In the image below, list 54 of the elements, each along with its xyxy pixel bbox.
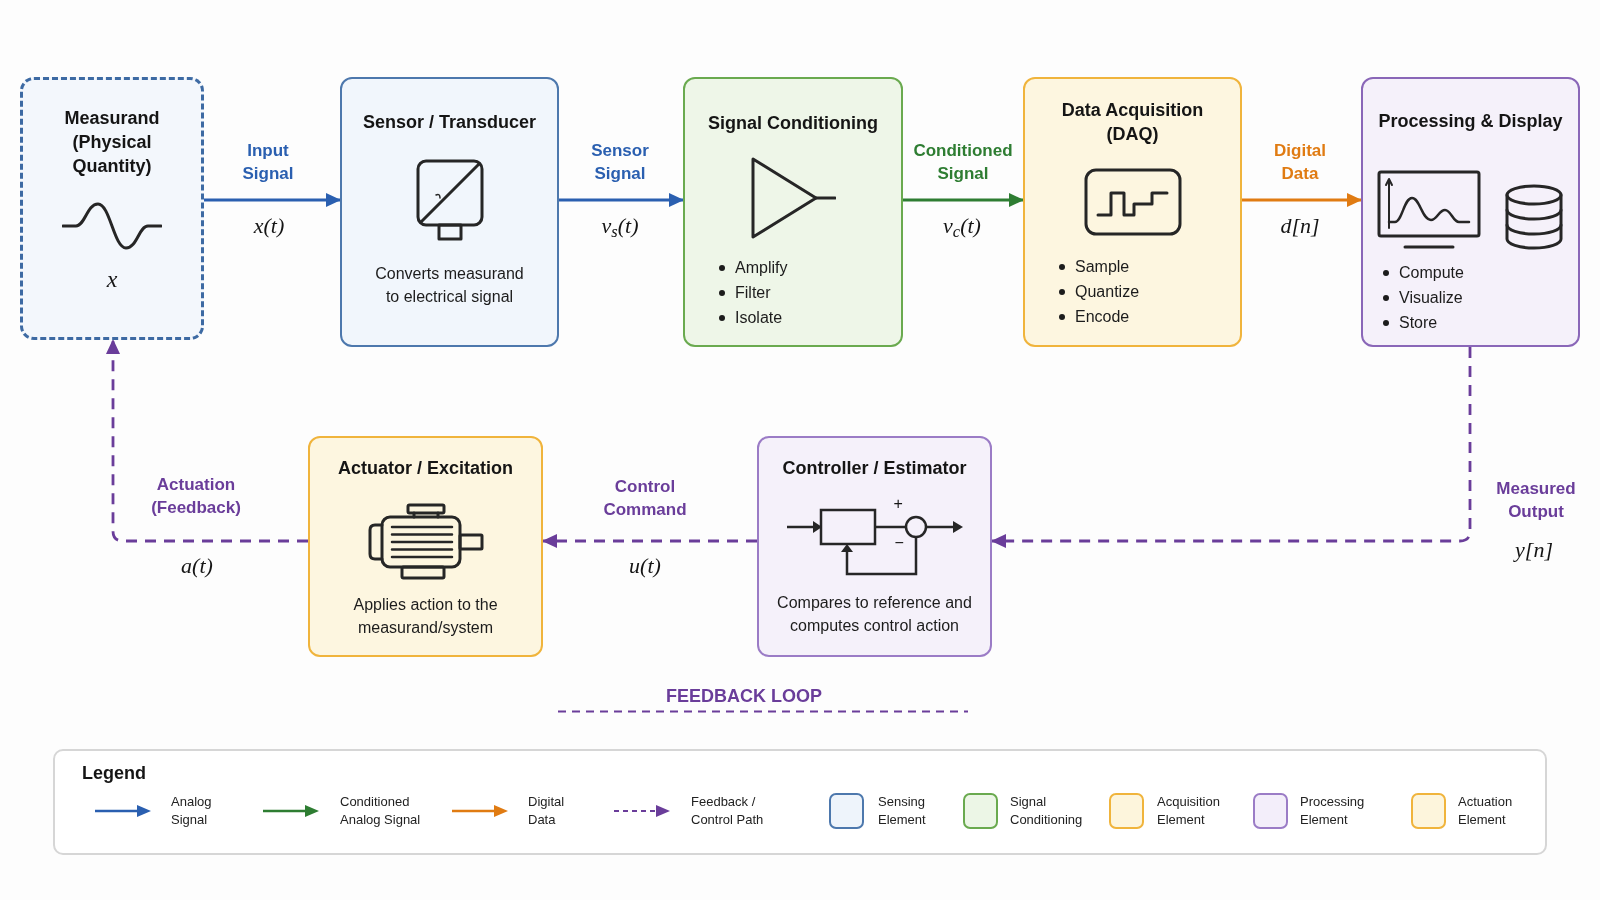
node-title: Measurand (Physical Quantity) — [63, 107, 161, 178]
dashed-arrow — [991, 347, 1472, 548]
node-description: Compares to reference and computes control action — [776, 593, 973, 636]
signal-symbol: x(t) — [253, 212, 285, 240]
arrow — [903, 193, 1024, 207]
process-box — [1361, 77, 1580, 347]
process-box — [1023, 77, 1242, 347]
bullet-item: Visualize — [1399, 288, 1463, 308]
process-box — [683, 77, 903, 347]
signal-symbol: u(t) — [629, 552, 661, 580]
dashed-box — [20, 77, 204, 340]
legend-text: Analog Signal — [171, 793, 213, 829]
process-box — [340, 77, 559, 347]
arrow — [1242, 193, 1362, 207]
legend-text: Actuation Element — [1458, 793, 1514, 829]
signal-symbol: v$_{c}$(t) — [943, 212, 981, 240]
process-box — [308, 436, 543, 657]
process-box — [757, 436, 992, 657]
signal-symbol: a(t) — [181, 552, 213, 580]
sign-label: + — [893, 496, 903, 512]
legend-text: Feedback / Control Path — [691, 793, 765, 829]
sign-label: − — [894, 535, 904, 551]
signal-symbol: d[n] — [1280, 212, 1320, 240]
bullet-item: Quantize — [1075, 282, 1140, 302]
bullet-item: Store — [1399, 313, 1438, 333]
legend-text: Processing Element — [1300, 793, 1366, 829]
arrow — [204, 193, 341, 207]
legend-text: Signal Conditioning — [1010, 793, 1084, 829]
node-title: Sensor / Transducer — [362, 111, 537, 134]
node-description: Applies action to the measurand/system — [352, 595, 499, 638]
legend-text: Acquisition Element — [1157, 793, 1221, 829]
legend-text: Sensing Element — [878, 793, 927, 829]
arrow — [559, 193, 684, 207]
legend-title: Legend — [82, 762, 146, 785]
dashed-arrow — [106, 339, 308, 543]
signal-symbol: v$_{s}$(t) — [601, 212, 639, 240]
legend-text: Digital Data — [528, 793, 566, 829]
bullet-item: Amplify — [735, 258, 788, 278]
bullet-item: Sample — [1075, 257, 1130, 277]
node-title: Controller / Estimator — [782, 457, 967, 480]
signal-symbol: y[n] — [1515, 536, 1553, 564]
bullet-item: Compute — [1399, 263, 1464, 283]
node-description: Converts measurand to electrical signal — [374, 264, 525, 307]
bullet-item: Filter — [735, 283, 771, 303]
bullet-item: Isolate — [735, 308, 783, 328]
node-title: Actuator / Excitation — [338, 457, 513, 480]
node-title: Signal Conditioning — [708, 112, 878, 135]
section-label: FEEDBACK LOOP — [666, 685, 822, 708]
dashed-arrow — [542, 534, 757, 548]
legend-text: Conditioned Analog Signal — [340, 793, 422, 829]
bullet-item: Encode — [1075, 307, 1130, 327]
math-symbol: x — [106, 265, 118, 293]
node-title: Data Acquisition (DAQ) — [1060, 99, 1205, 146]
node-title: Processing & Display — [1378, 110, 1563, 133]
